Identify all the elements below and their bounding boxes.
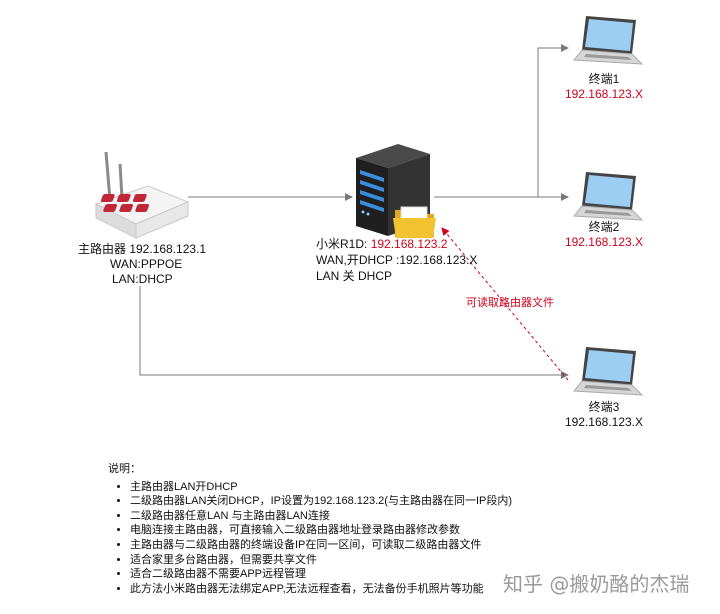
laptop-icon	[573, 16, 644, 65]
main-router-name: 主路由器 192.168.123.1	[78, 242, 207, 256]
notes-item: 二级路由器LAN关闭DHCP，IP设置为192.168.123.2(与主路由器在…	[130, 494, 512, 509]
main-router-wan: WAN:PPPOE	[110, 257, 183, 271]
notes-item: 适合家里多台路由器，但需要共享文件	[130, 553, 512, 568]
folder-icon	[393, 206, 436, 238]
notes-list: 主路由器LAN开DHCP 二级路由器LAN关闭DHCP，IP设置为192.168…	[108, 480, 512, 597]
notes-item: 主路由器与二级路由器的终端设备IP在同一区间，可读取二级路由器文件	[130, 538, 512, 553]
terminal-1-ip: 192.168.123.X	[564, 87, 644, 101]
notes-item: 二级路由器任意LAN 与主路由器LAN连接	[130, 509, 512, 524]
laptop-icon	[573, 172, 644, 221]
secondary-router-wan: WAN,开DHCP :192.168.123.X	[316, 253, 478, 267]
router-icon	[94, 151, 190, 239]
notes-item: 适合二级路由器不需要APP远程管理	[130, 567, 512, 582]
main-router-lan: LAN:DHCP	[112, 272, 173, 286]
link-secondary-to-terminal1	[434, 44, 569, 198]
notes-section: 说明： 主路由器LAN开DHCP 二级路由器LAN关闭DHCP，IP设置为192…	[108, 462, 512, 596]
terminal-3-name: 终端3	[588, 400, 620, 414]
notes-item: 此方法小米路由器无法绑定APP,无法远程查看，无法备份手机照片等功能	[130, 582, 512, 597]
link-read-files	[441, 227, 569, 381]
notes-item: 主路由器LAN开DHCP	[130, 480, 512, 495]
terminal-1-name: 终端1	[588, 72, 620, 86]
secondary-router-lan: LAN 关 DHCP	[316, 269, 393, 283]
watermark: 知乎 @搬奶酪的杰瑞	[503, 572, 690, 596]
secondary-router-ip: 192.168.123.2	[370, 237, 448, 251]
terminal-2-ip: 192.168.123.X	[564, 235, 644, 249]
terminal-3-ip: 192.168.123.X	[564, 415, 644, 429]
link-main-to-terminal3	[139, 286, 569, 379]
read-link-label: 可读取路由器文件	[466, 297, 554, 309]
secondary-router-name: 小米R1D: 192.168.123.2	[316, 237, 447, 252]
notes-title: 说明：	[108, 463, 141, 475]
laptop-icon	[573, 347, 644, 396]
terminal-2-name: 终端2	[588, 220, 620, 234]
notes-item: 电脑连接主路由器，可直接输入二级路由器地址登录路由器修改参数	[130, 523, 512, 538]
secondary-router-model: 小米R1D:	[316, 237, 371, 251]
